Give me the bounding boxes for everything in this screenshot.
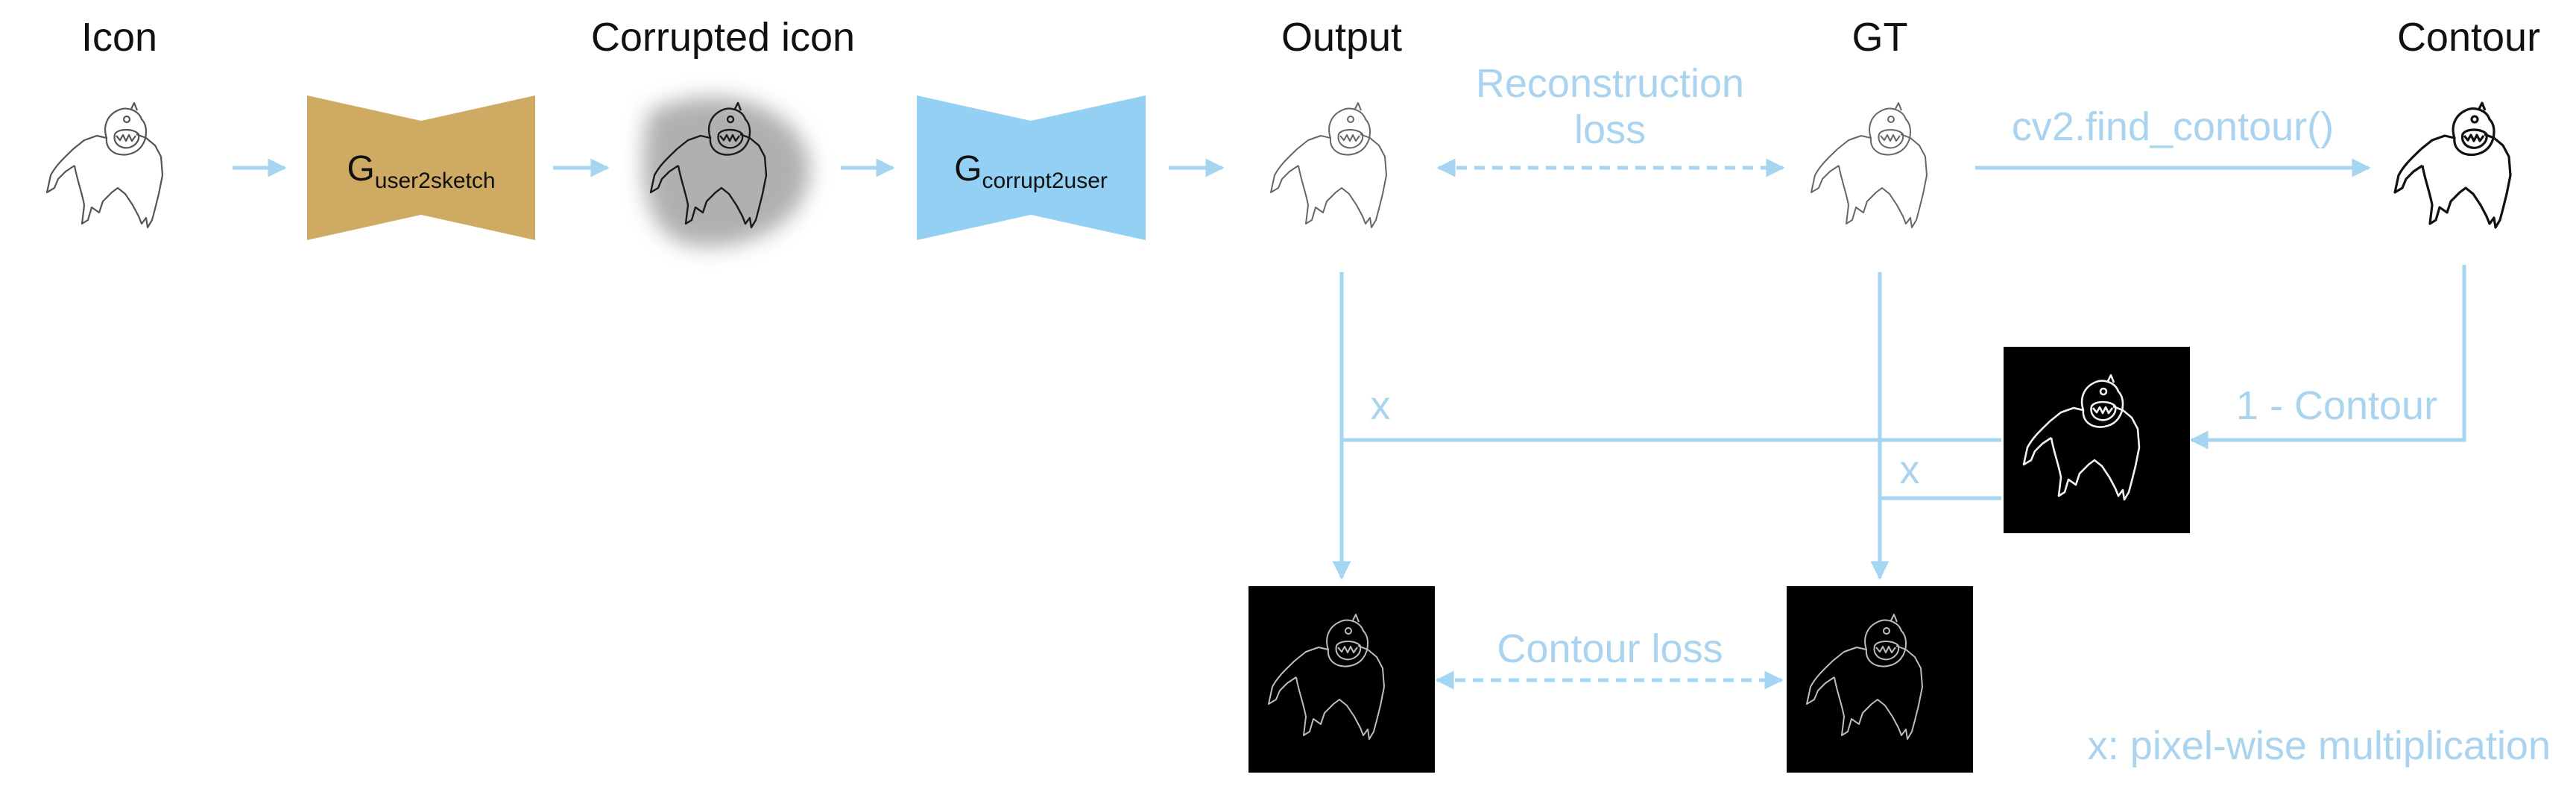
contour-loss-label: Contour loss: [1497, 626, 1723, 671]
masked-gt-image: [1787, 586, 1973, 773]
gt-icon-sketch: [1811, 102, 1928, 228]
heading-gt: GT: [1852, 15, 1908, 60]
arrow-contour-to-mask: [2189, 265, 2466, 450]
generator-corrupt2user: Gcorrupt2user: [917, 95, 1146, 240]
output-icon-sketch: [1270, 102, 1387, 228]
legend-pixel-wise-multiplication: x: pixel-wise multiplication: [2088, 723, 2551, 768]
one-minus-contour-label: 1 - Contour: [2236, 383, 2437, 428]
contour-icon-sketch: [2393, 101, 2512, 229]
reconstruction-loss-label-line2: loss: [1574, 107, 1646, 152]
heading-contour: Contour: [2397, 15, 2540, 60]
multiply-output-label: x: [1371, 383, 1391, 428]
heading-corrupted-icon: Corrupted icon: [591, 15, 855, 60]
generator-corrupt2user-label: Gcorrupt2user: [954, 149, 1108, 193]
heading-output: Output: [1281, 15, 1402, 60]
reconstruction-loss-label-line1: Reconstruction: [1476, 61, 1744, 106]
masked-output-image: [1248, 586, 1435, 773]
multiply-gt-label: x: [1900, 447, 1920, 492]
find-contour-label: cv2.find_contour(): [2012, 104, 2334, 149]
input-icon-sketch: [45, 101, 164, 229]
generator-user2sketch-label: Guser2sketch: [347, 149, 495, 193]
generator-user2sketch: Guser2sketch: [307, 95, 535, 240]
corrupted-icon-sketch: [631, 88, 817, 260]
one-minus-contour-mask: [2004, 347, 2190, 533]
heading-icon: Icon: [81, 15, 157, 60]
